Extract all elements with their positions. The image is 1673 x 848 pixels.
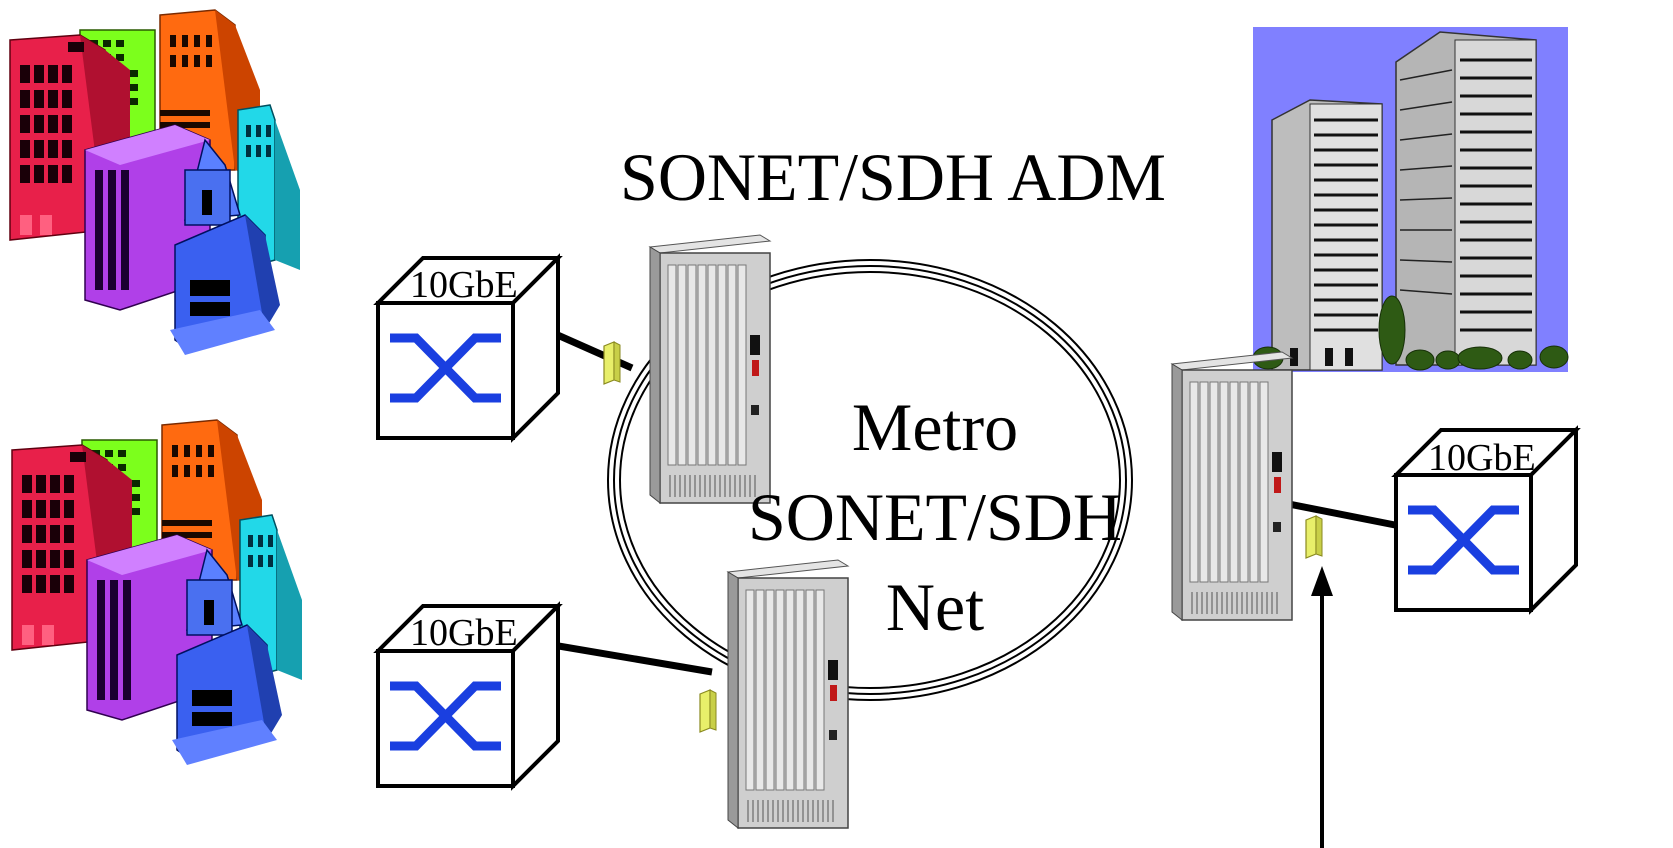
city-buildings-icon-top [9,9,301,356]
switch-label-1: 10GbE [410,264,518,306]
switch-label-3: 10GbE [1428,437,1536,479]
city-buildings-icon-bottom [11,419,303,766]
adm-rack-icon-3 [1171,351,1293,621]
cable-switch2-adm2 [534,638,713,676]
network-label-line3: Net [886,569,984,645]
network-label-line1: Metro [852,389,1018,465]
arrow-icon [1311,566,1333,848]
connector-icon-3 [1305,515,1323,559]
metro-ring [607,259,1133,701]
office-towers-icon [1252,27,1569,372]
diagram-title: SONET/SDH ADM [620,139,1166,215]
switch-label-2: 10GbE [410,612,518,654]
network-label-line2: SONET/SDH [748,479,1122,555]
adm-rack-icon-2 [727,559,849,829]
connector-icon-2 [699,689,717,733]
adm-rack-icon-1 [649,234,771,504]
connector-icon-1 [603,341,621,385]
